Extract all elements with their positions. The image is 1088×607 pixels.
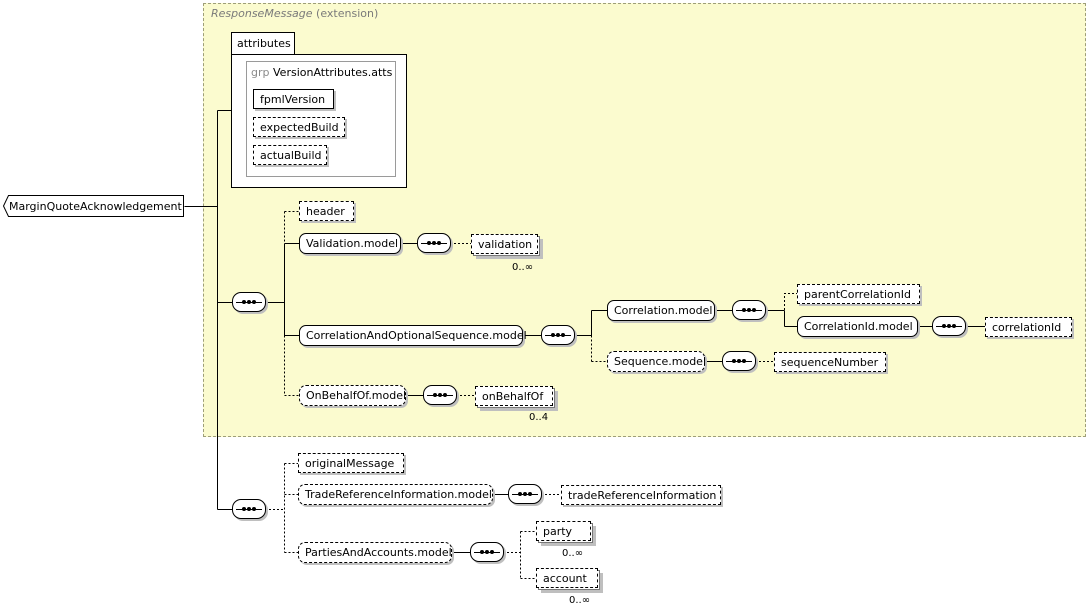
extension-caption: ResponseMessage (extension) — [211, 7, 378, 20]
validation-cardinality: 0..∞ — [512, 262, 534, 273]
element-sequencenumber-label: sequenceNumber — [781, 355, 879, 369]
element-correlationid[interactable]: correlationId — [985, 317, 1072, 337]
element-party[interactable]: party — [536, 521, 591, 541]
sequence-compositor-corr-opt-seq[interactable] — [541, 325, 575, 345]
sequence-compositor-trade-ref[interactable] — [508, 484, 542, 504]
model-correlationid[interactable]: CorrelationId.model — [797, 316, 918, 337]
attribute-group-name: VersionAttributes.atts — [273, 66, 393, 79]
element-header[interactable]: header — [299, 201, 354, 221]
attribute-group-prefix: grp — [251, 66, 270, 79]
sequence-compositor-parties[interactable] — [470, 542, 504, 562]
model-tradereferenceinformation-label: TradeReferenceInformation.model — [305, 488, 492, 501]
sequence-compositor-validation[interactable] — [417, 233, 451, 253]
model-onbehalfof-label: OnBehalfOf.model — [306, 389, 407, 402]
attribute-group-label: grp VersionAttributes.atts — [251, 66, 392, 79]
element-account[interactable]: account — [536, 568, 598, 588]
element-originalmessage[interactable]: originalMessage — [298, 453, 404, 473]
sequence-compositor-correlation-id[interactable] — [932, 316, 966, 336]
attr-actualbuild-label: actualBuild — [260, 148, 322, 162]
sequence-compositor-2[interactable] — [232, 499, 266, 519]
model-partiesandaccounts[interactable]: PartiesAndAccounts.model — [298, 542, 452, 563]
sequence-compositor-onbehalfof[interactable] — [423, 385, 457, 405]
element-onbehalfof-label: onBehalfOf — [482, 389, 544, 403]
extension-base: ResponseMessage — [211, 7, 313, 20]
root-element-label: MarginQuoteAcknowledgement — [9, 199, 182, 213]
account-cardinality: 0..∞ — [569, 595, 591, 606]
sequence-compositor-1[interactable] — [232, 292, 266, 312]
model-correlation-and-optional-sequence[interactable]: CorrelationAndOptionalSequence.model — [299, 325, 527, 346]
sequence-compositor-sequence[interactable] — [722, 351, 756, 371]
attr-expectedbuild[interactable]: expectedBuild — [253, 117, 345, 137]
model-corr-opt-seq-label: CorrelationAndOptionalSequence.model — [306, 329, 527, 342]
model-correlation-label: Correlation.model — [614, 304, 713, 317]
model-validation-label: Validation.model — [306, 237, 399, 250]
element-validation[interactable]: validation — [471, 234, 538, 254]
model-correlation[interactable]: Correlation.model — [607, 300, 715, 321]
attr-fpmlversion-label: fpmlVersion — [260, 92, 326, 106]
attr-actualbuild[interactable]: actualBuild — [253, 145, 327, 165]
onbehalfof-cardinality: 0..4 — [529, 412, 549, 423]
element-tradereferenceinformation[interactable]: tradeReferenceInformation — [561, 485, 721, 505]
model-tradereferenceinformation[interactable]: TradeReferenceInformation.model — [298, 484, 493, 505]
attr-expectedbuild-label: expectedBuild — [260, 120, 339, 134]
element-party-label: party — [543, 524, 573, 538]
root-element-outline — [3, 195, 184, 217]
element-originalmessage-label: originalMessage — [305, 456, 395, 470]
extension-suffix: (extension) — [316, 7, 379, 20]
element-sequencenumber[interactable]: sequenceNumber — [774, 352, 886, 372]
party-cardinality: 0..∞ — [562, 548, 584, 559]
element-header-label: header — [306, 204, 345, 218]
element-onbehalfof[interactable]: onBehalfOf — [475, 386, 553, 406]
model-partiesandaccounts-label: PartiesAndAccounts.model — [305, 546, 452, 559]
element-parentcorrelationid[interactable]: parentCorrelationId — [797, 284, 920, 304]
element-validation-label: validation — [478, 237, 533, 251]
model-sequence[interactable]: Sequence.model — [607, 351, 707, 372]
model-sequence-label: Sequence.model — [614, 355, 707, 368]
model-onbehalfof[interactable]: OnBehalfOf.model — [299, 385, 406, 406]
attributes-tab-label: attributes — [237, 37, 291, 50]
element-tradereferenceinformation-label: tradeReferenceInformation — [568, 488, 717, 502]
element-correlationid-label: correlationId — [992, 320, 1062, 334]
root-element-marginquoteacknowledgement[interactable]: MarginQuoteAcknowledgement — [3, 195, 184, 217]
attributes-tab: attributes — [231, 32, 295, 55]
attr-fpmlversion[interactable]: fpmlVersion — [253, 89, 334, 109]
model-correlationid-label: CorrelationId.model — [804, 320, 913, 333]
sequence-compositor-correlation[interactable] — [732, 300, 766, 320]
model-validation[interactable]: Validation.model — [299, 233, 401, 254]
element-parentcorrelationid-label: parentCorrelationId — [804, 287, 911, 301]
element-account-label: account — [543, 571, 587, 585]
